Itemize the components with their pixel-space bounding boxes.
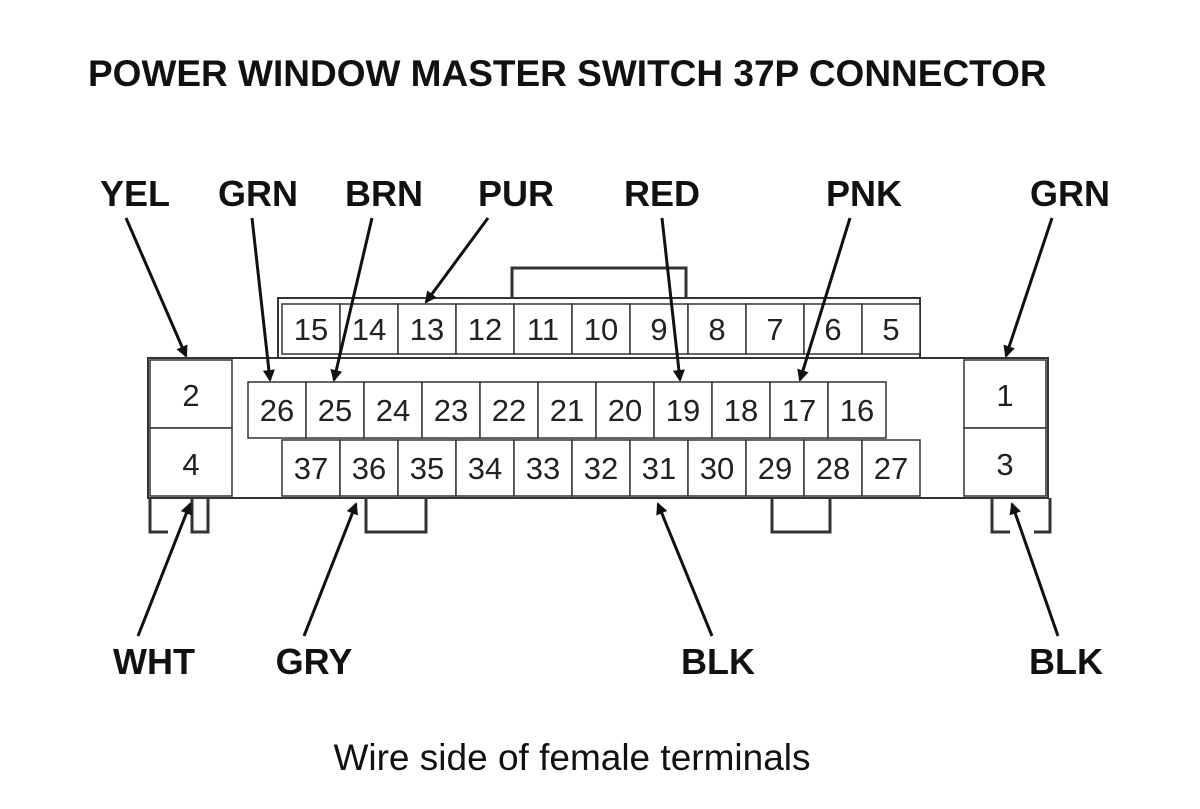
pin-cell-3 [963, 427, 1047, 497]
caption: Wire side of female terminals [333, 737, 810, 778]
pin-label-11: 11 [527, 312, 559, 347]
pin-label-12: 12 [468, 312, 502, 347]
pin-row-bottom: 37 36 35 34 33 32 31 30 29 28 27 [281, 439, 921, 497]
wire-label-grn-26: GRN [218, 173, 298, 214]
pin-label-21: 21 [550, 393, 584, 428]
pin-label-13: 13 [410, 312, 444, 347]
pin-label-35: 35 [410, 451, 444, 486]
pin-row-top: 15 14 13 12 11 10 9 8 7 6 5 [281, 303, 921, 355]
pin-label-5: 5 [882, 312, 899, 347]
pin-cell-6 [803, 303, 863, 355]
pin-label-15: 15 [294, 312, 328, 347]
pin-label-32: 32 [584, 451, 618, 486]
wire-label-pnk: PNK [826, 173, 902, 214]
arrow-blk-31 [656, 502, 714, 637]
pin-cell-17 [769, 381, 829, 439]
pin-label-31: 31 [642, 451, 676, 486]
pin-label-1: 1 [996, 378, 1013, 413]
pin-label-10: 10 [584, 312, 618, 347]
pin-label-23: 23 [434, 393, 468, 428]
pin-cell-27 [861, 439, 921, 497]
pin-cell-30 [687, 439, 747, 497]
pin-cell-25 [305, 381, 365, 439]
pin-cell-15 [281, 303, 341, 355]
pin-label-17: 17 [782, 393, 816, 428]
left-pin-block: 2 4 [149, 359, 233, 497]
pin-label-3: 3 [996, 447, 1013, 482]
wire-label-grn-1: GRN [1030, 173, 1110, 214]
pin-label-29: 29 [758, 451, 792, 486]
pin-cell-16 [827, 381, 887, 439]
arrow-gry [302, 502, 358, 637]
pin-row-middle: 26 25 24 23 22 21 20 19 18 17 16 [247, 381, 887, 439]
pin-cell-31 [629, 439, 689, 497]
wire-label-yel: YEL [100, 173, 170, 214]
pin-label-14: 14 [352, 312, 386, 347]
pin-label-33: 33 [526, 451, 560, 486]
pin-label-6: 6 [824, 312, 841, 347]
pin-cell-8 [687, 303, 747, 355]
pin-cell-37 [281, 439, 341, 497]
pin-cell-24 [363, 381, 423, 439]
pin-cell-13 [397, 303, 457, 355]
arrow-blk-3 [1009, 502, 1060, 637]
pin-cell-29 [745, 439, 805, 497]
pointer-arrows [124, 217, 1060, 637]
pin-cell-23 [421, 381, 481, 439]
pin-cell-4 [149, 427, 233, 497]
arrow-pnk [797, 217, 852, 382]
wire-label-blk-3: BLK [1029, 641, 1103, 682]
pin-label-37: 37 [294, 451, 328, 486]
pin-label-26: 26 [260, 393, 294, 428]
wire-label-red: RED [624, 173, 700, 214]
pin-label-36: 36 [352, 451, 386, 486]
pin-cell-19 [653, 381, 713, 439]
arrow-red [660, 217, 685, 382]
locking-tab [510, 266, 688, 300]
pin-label-16: 16 [840, 393, 874, 428]
pin-label-7: 7 [766, 312, 783, 347]
pin-label-24: 24 [376, 393, 410, 428]
wire-label-pur: PUR [478, 173, 554, 214]
pin-label-8: 8 [708, 312, 725, 347]
pin-label-27: 27 [874, 451, 908, 486]
pin-label-20: 20 [608, 393, 642, 428]
pin-cell-2 [149, 359, 233, 429]
pin-label-9: 9 [650, 312, 667, 347]
pin-label-4: 4 [182, 447, 199, 482]
diagram-title: POWER WINDOW MASTER SWITCH 37P CONNECTOR [88, 53, 1047, 94]
arrow-pur [424, 217, 490, 304]
pin-label-19: 19 [666, 393, 700, 428]
pin-cell-28 [803, 439, 863, 497]
pin-label-34: 34 [468, 451, 502, 486]
pin-label-18: 18 [724, 393, 758, 428]
arrow-yel [124, 217, 188, 358]
pin-cell-26 [247, 381, 307, 439]
arrow-brn [330, 217, 374, 382]
housing-feet [148, 498, 1052, 534]
right-pin-block: 1 3 [963, 359, 1047, 497]
pin-cell-35 [397, 439, 457, 497]
arrow-grn-26 [250, 217, 275, 382]
pin-cell-5 [861, 303, 921, 355]
wire-label-blk-31: BLK [681, 641, 755, 682]
wire-label-brn: BRN [345, 173, 423, 214]
wire-label-gry: GRY [276, 641, 353, 682]
arrow-wht [136, 502, 192, 637]
pin-cell-21 [537, 381, 597, 439]
pin-cell-10 [571, 303, 631, 355]
pin-cell-12 [455, 303, 515, 355]
pin-cell-32 [571, 439, 631, 497]
pin-label-25: 25 [318, 393, 352, 428]
pin-label-2: 2 [182, 378, 199, 413]
pin-label-28: 28 [816, 451, 850, 486]
pin-cell-22 [479, 381, 539, 439]
pin-cell-9 [629, 303, 689, 355]
arrow-grn-1 [1003, 217, 1054, 358]
wire-label-wht: WHT [113, 641, 195, 682]
pin-label-22: 22 [492, 393, 526, 428]
pin-label-30: 30 [700, 451, 734, 486]
